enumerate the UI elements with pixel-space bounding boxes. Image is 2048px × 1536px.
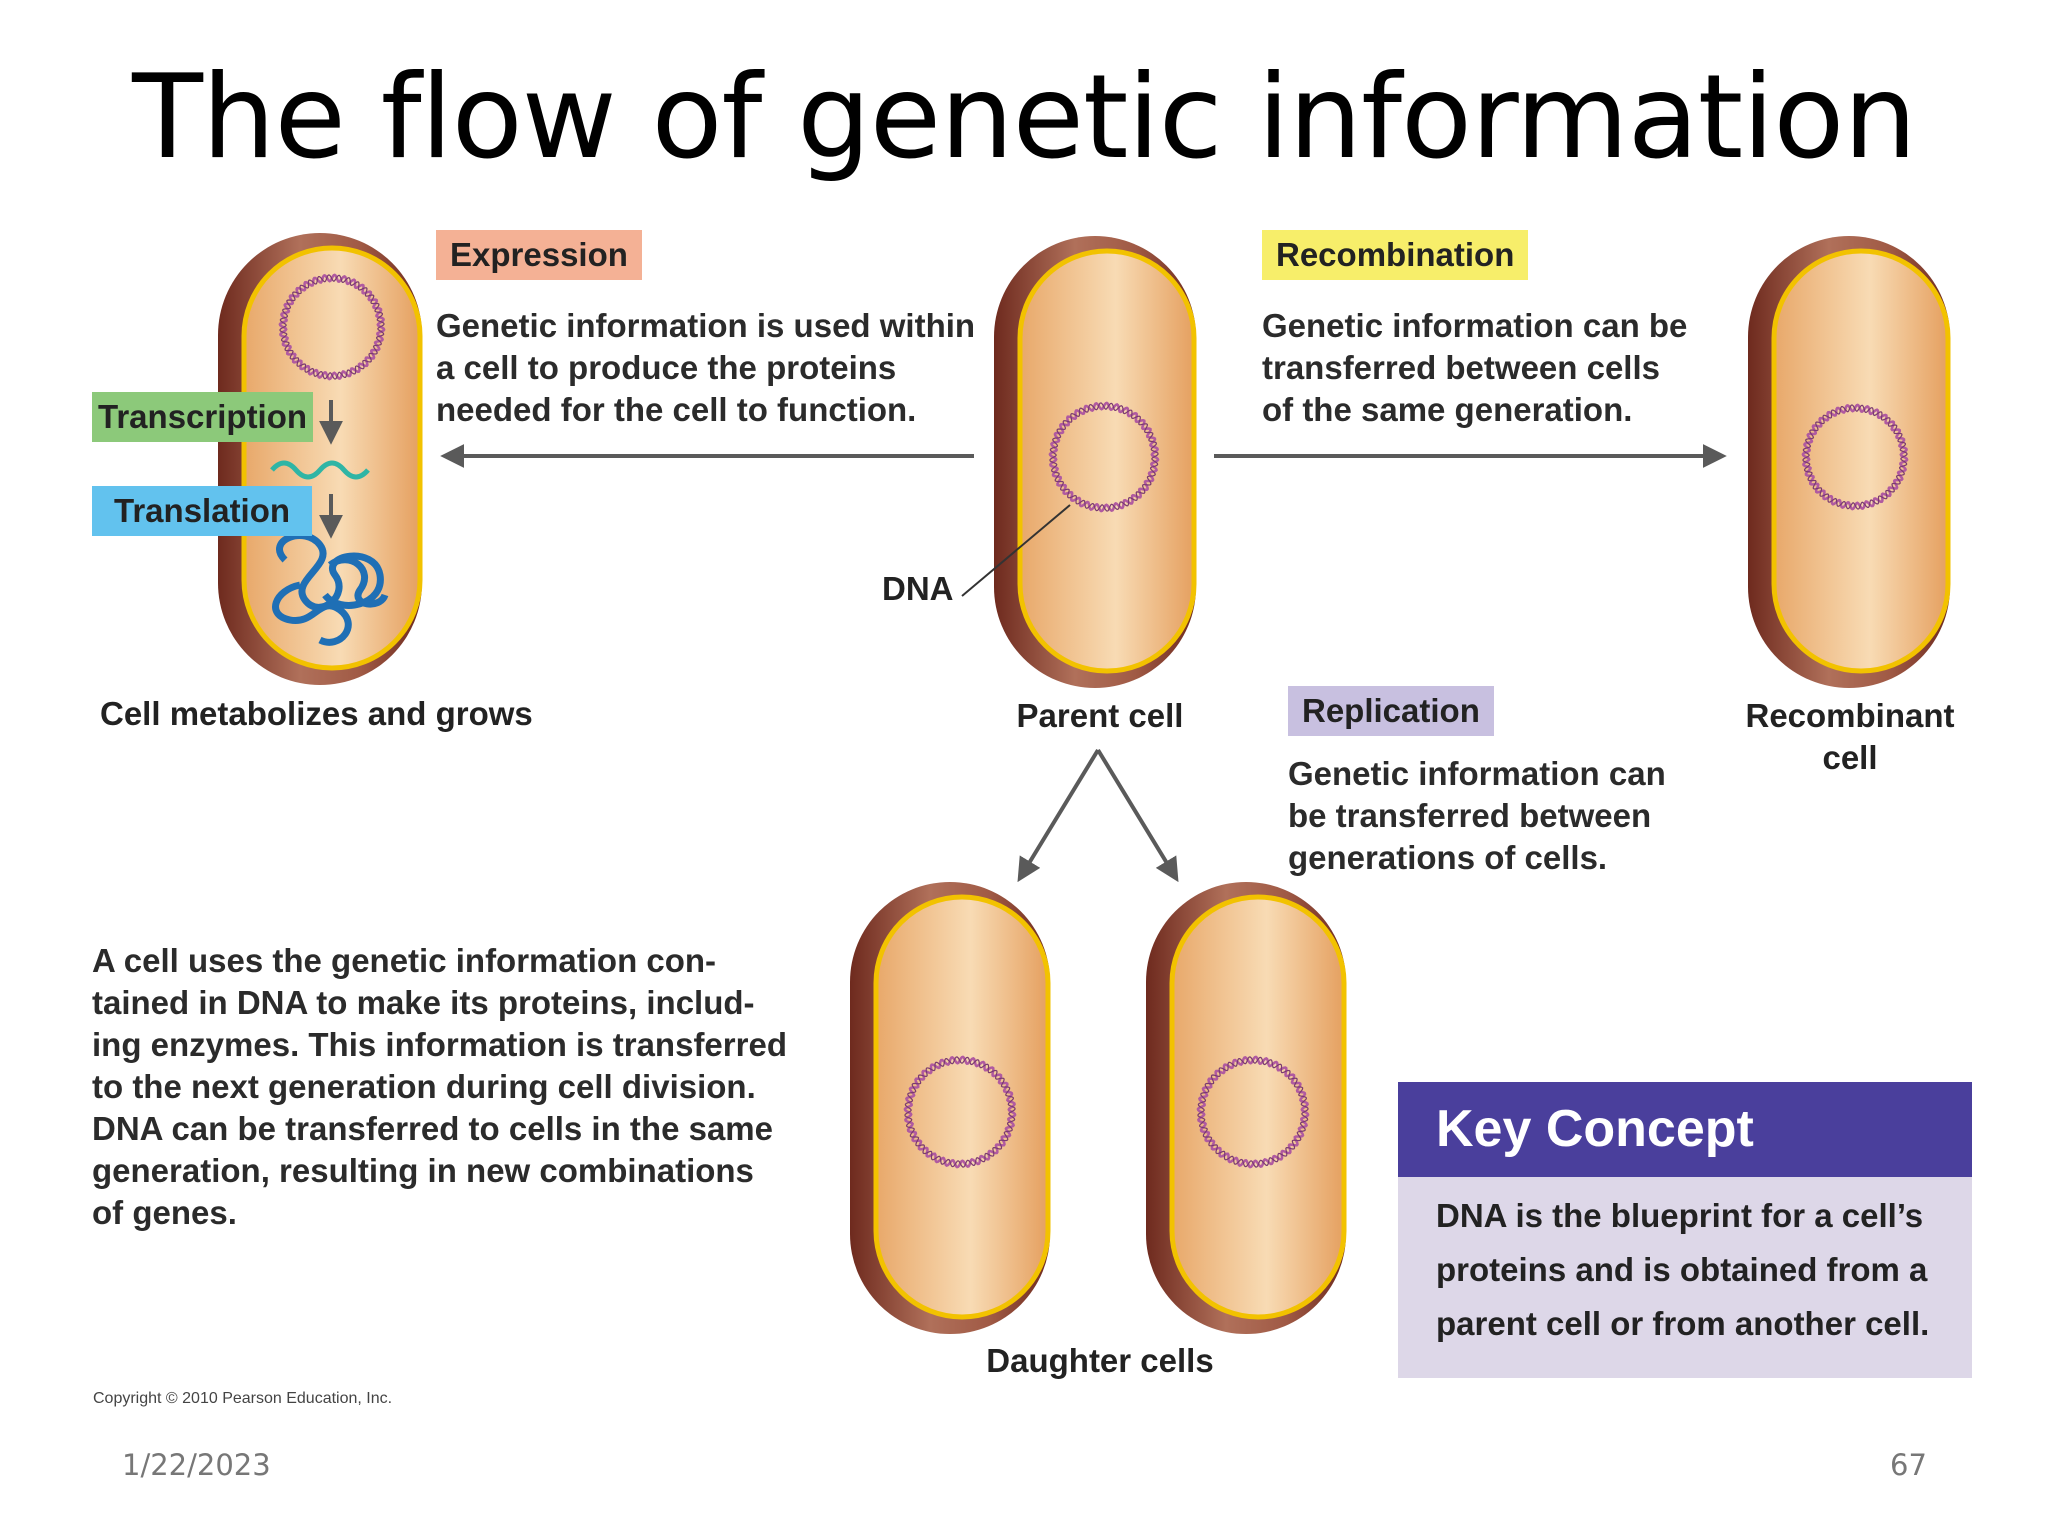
dna-strand	[1049, 402, 1159, 512]
summary-line: ing enzymes. This information is transfe…	[92, 1026, 787, 1063]
key-concept-line: proteins and is obtained from a	[1436, 1251, 1928, 1288]
metabolizes-label: Cell metabolizes and grows	[100, 695, 533, 732]
summary-line: to the next generation during cell divis…	[92, 1068, 756, 1105]
dna-strand	[1197, 1056, 1309, 1168]
replication-tag: Replication	[1288, 686, 1494, 736]
recombination-line: transferred between cells	[1262, 349, 1660, 386]
expression-line: Genetic information is used within	[436, 307, 976, 344]
daughter-cell-left	[850, 882, 1051, 1334]
dna-plasmid-icon	[903, 1055, 1017, 1169]
slide-title: The flow of genetic information	[132, 50, 1917, 185]
expression-tag: Expression	[436, 230, 642, 280]
summary-line: DNA can be transferred to cells in the s…	[92, 1110, 773, 1147]
parent-cell	[994, 236, 1197, 688]
recombinant-line: Recombinant	[1745, 697, 1955, 734]
recombinant-cell-label: Recombinant cell	[1700, 695, 2000, 779]
expression-line: a cell to produce the proteins	[436, 349, 897, 386]
footer-page-number: 67	[1890, 1448, 1927, 1482]
recombination-line: Genetic information can be	[1262, 307, 1688, 344]
dna-plasmid-icon	[278, 273, 386, 381]
transcription-tag: Transcription	[92, 392, 314, 442]
summary-text: A cell uses the genetic information con-…	[92, 940, 787, 1234]
dna-label: DNA	[882, 570, 954, 607]
mrna-icon	[270, 460, 370, 480]
replication-arrow-right	[1096, 748, 1179, 883]
summary-line: tained in DNA to make its proteins, incl…	[92, 984, 755, 1021]
replication-line: generations of cells.	[1288, 839, 1608, 876]
key-concept-line: DNA is the blueprint for a cell’s	[1436, 1197, 1924, 1234]
replication-description: Genetic information can be transferred b…	[1288, 753, 1666, 879]
recombination-line: of the same generation.	[1262, 391, 1633, 428]
dna-strand	[1802, 404, 1908, 510]
expression-description: Genetic information is used within a cel…	[436, 305, 975, 431]
summary-line: A cell uses the genetic information con-	[92, 942, 717, 979]
daughter-cell-right	[1146, 882, 1347, 1334]
key-concept-body: DNA is the blueprint for a cell’s protei…	[1398, 1177, 1972, 1351]
dna-plasmid-icon	[1801, 403, 1909, 511]
key-concept-line: parent cell or from another cell.	[1436, 1305, 1930, 1342]
summary-line: of genes.	[92, 1194, 237, 1231]
key-concept-title: Key Concept	[1398, 1082, 1972, 1177]
translation-tag: Translation	[92, 486, 313, 536]
recombinant-cell	[1748, 236, 1951, 688]
footer-date: 1/22/2023	[122, 1448, 271, 1482]
dna-pointer-line	[961, 504, 1071, 597]
replication-line: be transferred between	[1288, 797, 1652, 834]
copyright-notice: Copyright © 2010 Pearson Education, Inc.	[93, 1390, 393, 1407]
dna-plasmid-icon	[1196, 1055, 1310, 1169]
daughter-cells-label: Daughter cells	[986, 1342, 1214, 1379]
recombination-tag: Recombination	[1262, 230, 1529, 280]
recombinant-line: cell	[1822, 739, 1878, 776]
recombination-description: Genetic information can be transferred b…	[1262, 305, 1687, 431]
dna-strand	[279, 274, 385, 380]
replication-arrow-left	[1017, 748, 1100, 883]
dna-strand	[904, 1056, 1016, 1168]
protein-icon	[272, 532, 389, 646]
summary-line: generation, resulting in new combination…	[92, 1152, 754, 1189]
replication-line: Genetic information can	[1288, 755, 1666, 792]
expression-line: needed for the cell to function.	[436, 391, 917, 428]
dna-plasmid-icon	[1048, 401, 1160, 513]
key-concept-box: Key Concept DNA is the blueprint for a c…	[1398, 1082, 1972, 1378]
parent-cell-label: Parent cell	[1016, 697, 1184, 734]
metabolizing-cell	[218, 233, 423, 685]
